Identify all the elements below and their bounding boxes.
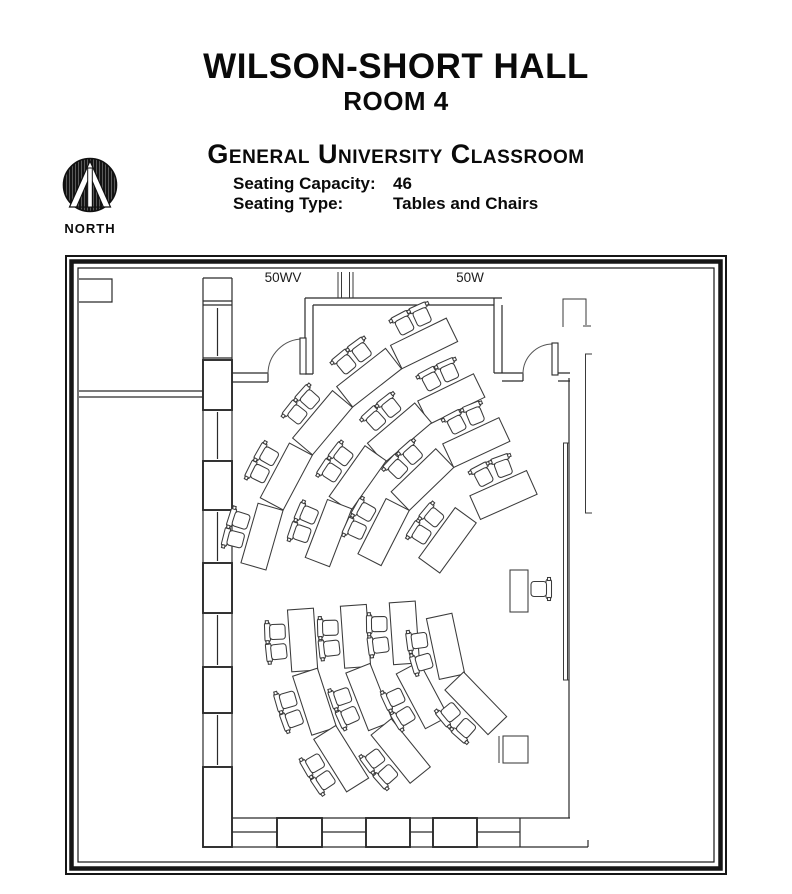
chair [316, 616, 339, 641]
whiteboard [563, 442, 569, 681]
seating-type-value: Tables and Chairs [393, 194, 539, 213]
chair [280, 397, 308, 425]
chair [220, 524, 245, 549]
table [291, 667, 338, 736]
east-door-leaf [551, 342, 559, 376]
table [357, 497, 410, 567]
chair [487, 452, 513, 478]
furniture [220, 300, 553, 798]
table [335, 347, 403, 408]
seating-specs: Seating Capacity: 46 Seating Type: Tables … [233, 174, 538, 214]
table [259, 442, 314, 511]
table [388, 600, 421, 666]
chair [358, 748, 386, 776]
chair [416, 500, 445, 528]
chair [408, 652, 434, 678]
chair [298, 753, 325, 780]
chair [374, 390, 402, 418]
chair [366, 634, 390, 659]
table [240, 502, 284, 571]
instructor-desk [509, 569, 529, 613]
chair [327, 687, 353, 713]
chair [433, 356, 460, 383]
chair [344, 335, 372, 363]
east-door-swing [522, 343, 554, 375]
table [339, 603, 372, 669]
table [444, 671, 508, 736]
chair [317, 637, 341, 662]
chair [395, 437, 423, 465]
table [418, 506, 477, 574]
table [304, 498, 353, 568]
chair [433, 702, 461, 730]
chair [293, 499, 319, 525]
chair [448, 717, 477, 746]
chair [278, 709, 304, 735]
table [370, 717, 432, 785]
chair [292, 382, 321, 410]
chair [273, 690, 298, 715]
table [389, 317, 459, 370]
table [313, 724, 370, 793]
chair [388, 309, 415, 336]
chair [252, 439, 280, 467]
seating-capacity-value: 46 [393, 174, 412, 193]
walls [79, 272, 592, 848]
seating-capacity-label: Seating Capacity: [233, 174, 376, 193]
north-indicator: NORTH [56, 155, 124, 236]
chair [530, 576, 553, 602]
window-tag-left: 50WV [265, 270, 302, 285]
table [425, 612, 466, 680]
seating-type-label: Seating Type: [233, 194, 344, 213]
room-title: ROOM 4 [343, 86, 449, 116]
lectern [498, 735, 529, 764]
north-label: NORTH [64, 221, 116, 236]
classroom-type-title: General University Classroom [207, 139, 585, 169]
building-title: WILSON-SHORT HALL [203, 47, 589, 86]
table [286, 607, 319, 673]
chair [334, 706, 360, 732]
north-arrow-icon [62, 157, 118, 213]
west-door-swing [267, 338, 304, 375]
chair [365, 612, 388, 637]
chair [404, 517, 432, 545]
west-door-leaf [299, 337, 307, 375]
chair [225, 505, 251, 530]
table [469, 469, 538, 521]
chair [263, 620, 286, 645]
seating-capacity-row: Seating Capacity: 46 [233, 174, 538, 194]
table [390, 447, 455, 512]
plan-frame [65, 255, 727, 875]
chair [405, 629, 429, 655]
chair [349, 495, 377, 522]
chair [379, 687, 406, 714]
doors [267, 337, 559, 376]
table [442, 417, 511, 469]
seating-type-row: Seating Type: Tables and Chairs [233, 194, 538, 214]
window-tag-right: 50W [456, 270, 484, 285]
chair [459, 400, 485, 426]
table [291, 389, 354, 456]
chair [326, 439, 354, 467]
chair [406, 300, 432, 327]
